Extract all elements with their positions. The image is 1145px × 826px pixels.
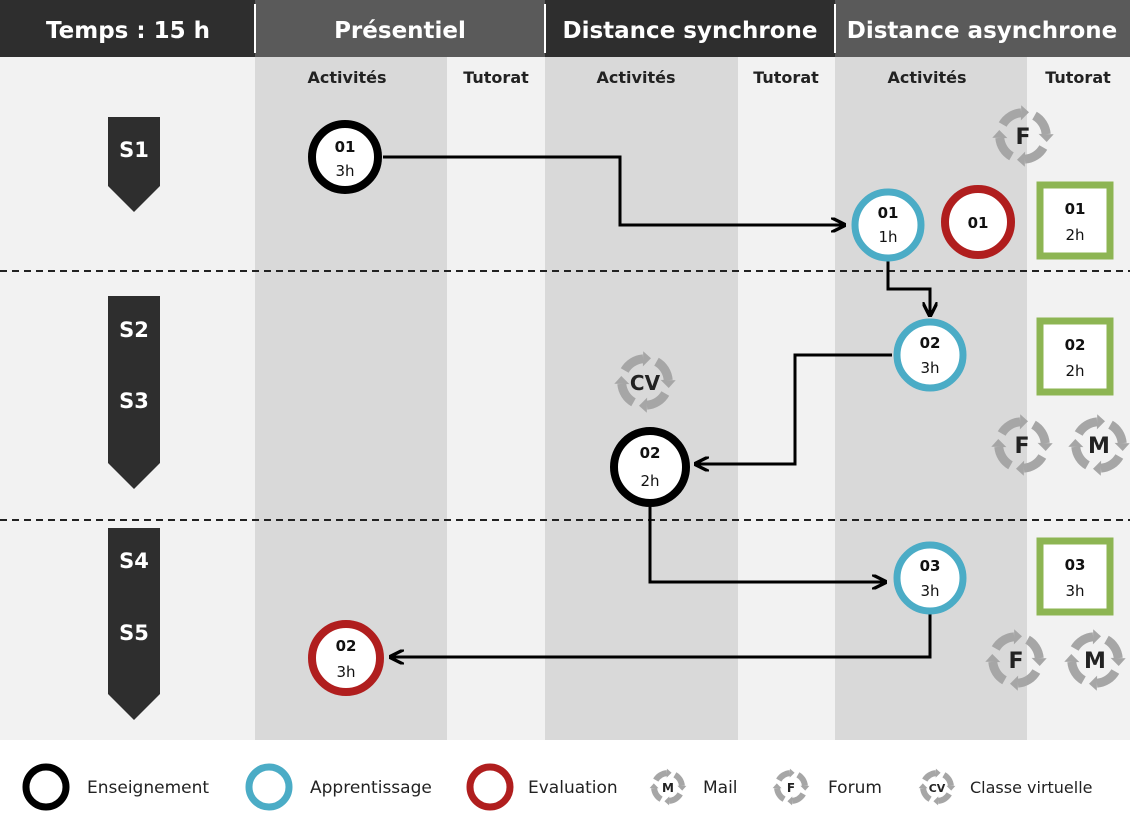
svg-text:M: M <box>1088 434 1110 459</box>
legend-forum-icon: F <box>773 769 810 806</box>
apprentissage-02-number: 02 <box>920 334 941 352</box>
week-s5: S5 <box>119 621 149 645</box>
async-tutorat-bg <box>1027 57 1130 740</box>
svg-text:CV: CV <box>929 782 946 795</box>
svg-text:M: M <box>662 781 674 795</box>
sync-tutorat-bg <box>738 57 835 740</box>
svg-text:F: F <box>1008 649 1023 674</box>
classe-virtuelle-icon: CV <box>614 351 675 412</box>
legend-enseignement-swatch <box>22 763 70 811</box>
apprentissage-node-03: 03 3h <box>893 541 967 615</box>
svg-text:CV: CV <box>630 371 661 395</box>
time-label: Temps : 15 h <box>46 18 210 44</box>
apprentissage-02-duration: 3h <box>920 359 939 377</box>
arrow-ens02-to-app03 <box>648 507 884 582</box>
apprentissage-node-01: 01 1h <box>851 188 925 262</box>
subheader-sync-tutorat: Tutorat <box>753 68 819 87</box>
legend-apprentissage-label: Apprentissage <box>310 778 432 798</box>
forum-icon: F <box>991 414 1052 475</box>
sync-activites-bg <box>545 57 738 740</box>
svg-text:F: F <box>1015 125 1030 150</box>
enseignement-node-02: 02 2h <box>610 427 690 507</box>
week-s2: S2 <box>119 318 149 342</box>
apprentissage-01-number: 01 <box>878 204 899 222</box>
header-distance-synchrone: Distance synchrone <box>563 18 818 44</box>
legend-evaluation-label: Evaluation <box>528 778 618 798</box>
tutorat-01-duration: 2h <box>1065 226 1084 244</box>
mail-icon: M <box>1064 629 1125 690</box>
tutorat-03-number: 03 <box>1065 556 1086 574</box>
tutorat-01-number: 01 <box>1065 200 1086 218</box>
legend-apprentissage-swatch <box>245 763 293 811</box>
evaluation-node-01: 01 <box>941 185 1015 259</box>
apprentissage-01-duration: 1h <box>878 228 897 246</box>
header-presentiel-bg <box>255 0 545 57</box>
legend-enseignement-label: Enseignement <box>87 778 209 798</box>
week-s1: S1 <box>119 138 149 162</box>
tutorat-03-duration: 3h <box>1065 582 1084 600</box>
subheader-presentiel-tutorat: Tutorat <box>463 68 529 87</box>
apprentissage-node-02: 02 3h <box>893 318 967 392</box>
enseignement-01-duration: 3h <box>335 162 354 180</box>
evaluation-02-number: 02 <box>336 637 357 655</box>
evaluation-01-number: 01 <box>968 214 989 232</box>
enseignement-node-01: 01 3h <box>308 120 382 194</box>
arrow-app03-to-eval02 <box>392 612 932 657</box>
week-chevron-s4-s5 <box>108 528 160 720</box>
svg-text:F: F <box>787 781 795 795</box>
enseignement-02-number: 02 <box>640 444 661 462</box>
forum-icon: F <box>985 629 1046 690</box>
subheader-async-tutorat: Tutorat <box>1045 68 1111 87</box>
arrow-app01-to-app02 <box>886 260 930 314</box>
forum-icon: F <box>992 105 1053 166</box>
header-presentiel: Présentiel <box>334 18 466 44</box>
subheader-presentiel-activites: Activités <box>308 68 387 87</box>
legend-classe-virtuelle-label: Classe virtuelle <box>970 778 1093 797</box>
week-chevron-s2-s3 <box>108 296 160 489</box>
tutorat-box-02: 02 2h <box>1036 317 1114 396</box>
legend-evaluation-swatch <box>466 763 514 811</box>
legend-forum-label: Forum <box>828 778 882 798</box>
legend-mail-icon: M <box>650 769 687 806</box>
legend: Enseignement Apprentissage Evaluation M … <box>22 763 1093 811</box>
mail-icon: M <box>1068 414 1129 475</box>
tutorat-02-duration: 2h <box>1065 362 1084 380</box>
tutorat-box-01: 01 2h <box>1036 181 1114 260</box>
legend-mail-label: Mail <box>703 778 738 798</box>
subheader-sync-activites: Activités <box>597 68 676 87</box>
header-async-bg <box>835 0 1130 57</box>
apprentissage-03-number: 03 <box>920 557 941 575</box>
evaluation-02-duration: 3h <box>336 663 355 681</box>
arrow-app02-to-ens02 <box>697 353 892 464</box>
presentiel-tutorat-bg <box>447 57 545 740</box>
subheader-async-activites: Activités <box>888 68 967 87</box>
week-chevron-s1 <box>108 117 160 212</box>
arrow-ens01-to-app01 <box>383 155 843 225</box>
tutorat-02-number: 02 <box>1065 336 1086 354</box>
enseignement-02-duration: 2h <box>640 472 659 490</box>
svg-text:M: M <box>1084 649 1106 674</box>
svg-text:F: F <box>1014 434 1029 459</box>
legend-classe-virtuelle-icon: CV <box>919 769 956 806</box>
header-distance-asynchrone: Distance asynchrone <box>847 18 1118 44</box>
apprentissage-03-duration: 3h <box>920 582 939 600</box>
week-s4: S4 <box>119 549 149 573</box>
evaluation-node-02: 02 3h <box>308 620 384 696</box>
tutorat-box-03: 03 3h <box>1036 537 1114 616</box>
enseignement-01-number: 01 <box>335 138 356 156</box>
week-s3: S3 <box>119 389 149 413</box>
